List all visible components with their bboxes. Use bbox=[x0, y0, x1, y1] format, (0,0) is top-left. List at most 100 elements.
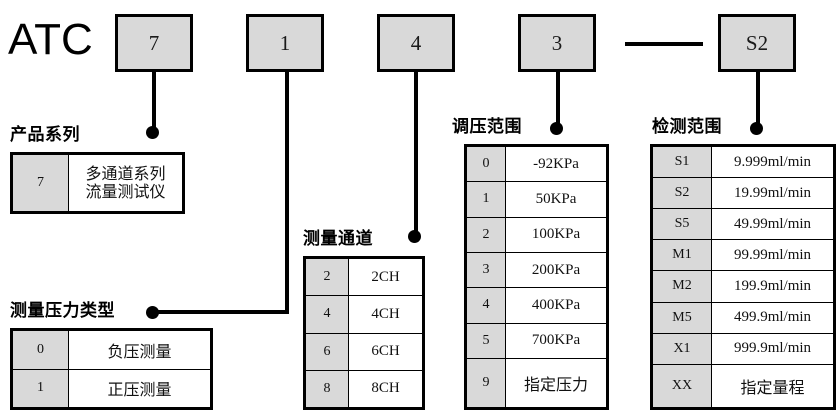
row-code: 0 bbox=[12, 330, 69, 370]
row-value: 6CH bbox=[348, 332, 423, 371]
table-row[interactable]: S5 49.99ml/min bbox=[652, 208, 834, 241]
row-code: XX bbox=[652, 363, 712, 409]
row-code: 5 bbox=[466, 322, 506, 359]
connector-pressure-type-vline bbox=[285, 72, 289, 314]
caption-pressure-range: 调压范围 bbox=[452, 117, 522, 137]
row-code: 0 bbox=[466, 145, 506, 183]
table-row[interactable]: S1 9.999ml/min bbox=[652, 145, 834, 179]
row-value-line1: 多通道系列 bbox=[85, 163, 166, 183]
row-value: 50KPa bbox=[505, 181, 607, 218]
code-box-detection-range[interactable]: S2 bbox=[718, 14, 796, 72]
code-box-pressure-type[interactable]: 1 bbox=[246, 14, 324, 72]
row-code: S1 bbox=[652, 145, 712, 179]
row-value: 100KPa bbox=[505, 216, 607, 253]
table-row[interactable]: XX 指定量程 bbox=[652, 363, 834, 409]
table-product-series: 7 多通道系列 流量测试仪 bbox=[10, 152, 185, 214]
row-value: 49.99ml/min bbox=[711, 208, 834, 241]
table-pressure-range: 0 -92KPa 1 50KPa 2 100KPa 3 200KPa 4 400… bbox=[464, 144, 609, 410]
table-row[interactable]: 5 700KPa bbox=[466, 322, 607, 359]
table-row[interactable]: M2 199.9ml/min bbox=[652, 270, 834, 303]
code-box-measure-channel[interactable]: 4 bbox=[377, 14, 455, 72]
row-value: 指定压力 bbox=[505, 357, 607, 409]
table-row[interactable]: 6 6CH bbox=[305, 332, 423, 371]
row-code: 7 bbox=[12, 154, 69, 212]
brand-label: ATC bbox=[8, 15, 93, 64]
row-value: 8CH bbox=[348, 369, 423, 409]
row-code: 4 bbox=[466, 287, 506, 324]
row-value: 200KPa bbox=[505, 251, 607, 289]
row-code: M5 bbox=[652, 301, 712, 334]
table-row[interactable]: M5 499.9ml/min bbox=[652, 301, 834, 334]
connector-detection-range-dot bbox=[750, 122, 763, 135]
code-box-value: 1 bbox=[279, 30, 291, 55]
row-value: 2CH bbox=[348, 257, 423, 297]
row-value: -92KPa bbox=[505, 145, 607, 183]
row-value-line2: 流量测试仪 bbox=[85, 182, 166, 201]
code-box-product-series[interactable]: 7 bbox=[115, 14, 193, 72]
table-row[interactable]: 0 负压测量 bbox=[12, 330, 211, 370]
separator-dash bbox=[625, 42, 703, 46]
row-value: 499.9ml/min bbox=[711, 301, 834, 334]
table-row[interactable]: X1 999.9ml/min bbox=[652, 332, 834, 365]
connector-pressure-range-dot bbox=[550, 122, 563, 135]
table-pressure-type: 0 负压测量 1 正压测量 bbox=[10, 328, 213, 410]
table-row[interactable]: 1 正压测量 bbox=[12, 368, 211, 408]
code-box-value: 3 bbox=[551, 30, 563, 55]
table-row[interactable]: 2 100KPa bbox=[466, 216, 607, 253]
connector-measure-channel-line bbox=[414, 72, 418, 236]
row-code: 1 bbox=[12, 368, 69, 408]
row-code: 9 bbox=[466, 357, 506, 409]
connector-measure-channel-dot bbox=[408, 230, 421, 243]
row-code: 2 bbox=[466, 216, 506, 253]
table-row[interactable]: 7 多通道系列 流量测试仪 bbox=[12, 154, 183, 212]
row-value: 9.999ml/min bbox=[711, 145, 834, 179]
connector-pressure-range-line bbox=[556, 72, 560, 128]
table-measure-channel: 2 2CH 4 4CH 6 6CH 8 8CH bbox=[303, 256, 425, 410]
table-row[interactable]: 4 4CH bbox=[305, 295, 423, 334]
row-value: 正压测量 bbox=[68, 368, 211, 408]
connector-product-series-line bbox=[152, 72, 156, 132]
row-value: 999.9ml/min bbox=[711, 332, 834, 365]
row-code: 8 bbox=[305, 369, 349, 409]
table-row[interactable]: 4 400KPa bbox=[466, 287, 607, 324]
row-code: 3 bbox=[466, 251, 506, 289]
table-row[interactable]: M1 99.99ml/min bbox=[652, 239, 834, 272]
row-value: 700KPa bbox=[505, 322, 607, 359]
row-code: 6 bbox=[305, 332, 349, 371]
row-value: 400KPa bbox=[505, 287, 607, 324]
table-row[interactable]: 9 指定压力 bbox=[466, 357, 607, 409]
row-code: 1 bbox=[466, 181, 506, 218]
connector-pressure-type-dot bbox=[146, 306, 159, 319]
code-box-pressure-range[interactable]: 3 bbox=[518, 14, 596, 72]
row-value: 99.99ml/min bbox=[711, 239, 834, 272]
row-value: 多通道系列 流量测试仪 bbox=[68, 154, 183, 212]
row-code: S2 bbox=[652, 177, 712, 210]
connector-detection-range-line bbox=[756, 72, 760, 128]
row-code: 2 bbox=[305, 257, 349, 297]
row-value: 负压测量 bbox=[68, 330, 211, 370]
caption-pressure-type: 测量压力类型 bbox=[10, 301, 115, 321]
caption-detection-range: 检测范围 bbox=[652, 117, 722, 137]
code-box-value: S2 bbox=[745, 30, 769, 55]
row-code: M1 bbox=[652, 239, 712, 272]
table-row[interactable]: 1 50KPa bbox=[466, 181, 607, 218]
table-row[interactable]: 2 2CH bbox=[305, 257, 423, 297]
row-code: 4 bbox=[305, 295, 349, 334]
row-value: 4CH bbox=[348, 295, 423, 334]
caption-product-series: 产品系列 bbox=[10, 125, 80, 145]
table-row[interactable]: 0 -92KPa bbox=[466, 145, 607, 183]
table-row[interactable]: 3 200KPa bbox=[466, 251, 607, 289]
table-row[interactable]: 8 8CH bbox=[305, 369, 423, 409]
row-code: M2 bbox=[652, 270, 712, 303]
table-detection-range: S1 9.999ml/min S2 19.99ml/min S5 49.99ml… bbox=[650, 144, 836, 410]
table-row[interactable]: S2 19.99ml/min bbox=[652, 177, 834, 210]
connector-pressure-type-hline bbox=[152, 310, 289, 314]
caption-measure-channel: 测量通道 bbox=[303, 229, 373, 249]
connector-product-series-dot bbox=[146, 126, 159, 139]
code-box-value: 4 bbox=[410, 30, 422, 55]
row-value: 指定量程 bbox=[711, 363, 834, 409]
row-value: 199.9ml/min bbox=[711, 270, 834, 303]
row-code: S5 bbox=[652, 208, 712, 241]
row-code: X1 bbox=[652, 332, 712, 365]
